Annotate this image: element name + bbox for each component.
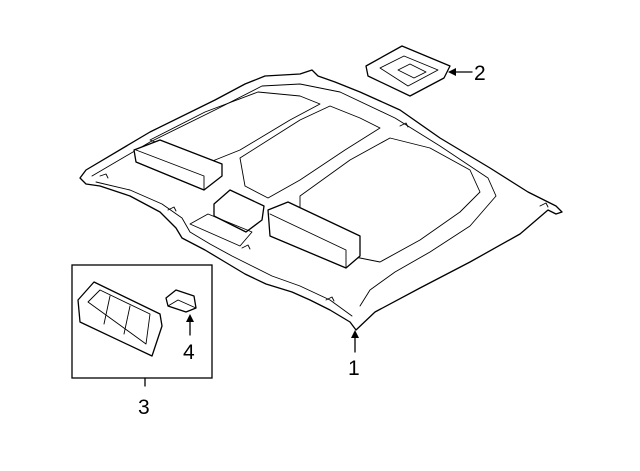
- lamp-cover-part[interactable]: [165, 289, 197, 313]
- inset-frame: [71, 264, 213, 379]
- console-recess: [189, 213, 253, 247]
- headliner-panel-rear: [149, 91, 321, 163]
- arrowhead: [351, 330, 359, 338]
- clip-mark: [325, 296, 335, 302]
- headliner-panel-middle: [239, 105, 381, 199]
- dome-lamp-lens: [87, 289, 151, 345]
- sun-visor-left-face: [135, 149, 205, 191]
- clip-mark: [167, 206, 177, 212]
- headliner-part[interactable]: [79, 69, 563, 331]
- arrowhead: [448, 68, 456, 76]
- leader-2: [448, 68, 473, 76]
- callout-3: 3: [138, 396, 150, 419]
- dome-lamp-part[interactable]: [77, 281, 163, 357]
- headliner-outline: [79, 69, 563, 331]
- inset-box: [71, 264, 213, 379]
- lamp-cover-edge: [167, 299, 197, 309]
- light-bezel-part[interactable]: [365, 45, 451, 97]
- callout-2: 2: [474, 62, 486, 85]
- clip-mark: [241, 244, 251, 250]
- clip-mark: [539, 202, 549, 208]
- leader-4: [186, 314, 194, 336]
- headliner-front-edge: [95, 181, 353, 317]
- arrowhead: [186, 314, 194, 322]
- dome-lamp-outline: [77, 281, 163, 357]
- callout-4: 4: [183, 341, 195, 364]
- sun-visor-right-face: [269, 213, 347, 269]
- dome-lamp-divider: [103, 295, 131, 335]
- clip-mark: [99, 173, 109, 179]
- light-bezel-outline: [365, 45, 451, 97]
- leader-1: [351, 330, 359, 353]
- callout-1: 1: [348, 357, 360, 380]
- light-bezel-inner: [379, 55, 439, 87]
- light-bezel-slot: [397, 63, 427, 79]
- clip-mark: [399, 122, 409, 128]
